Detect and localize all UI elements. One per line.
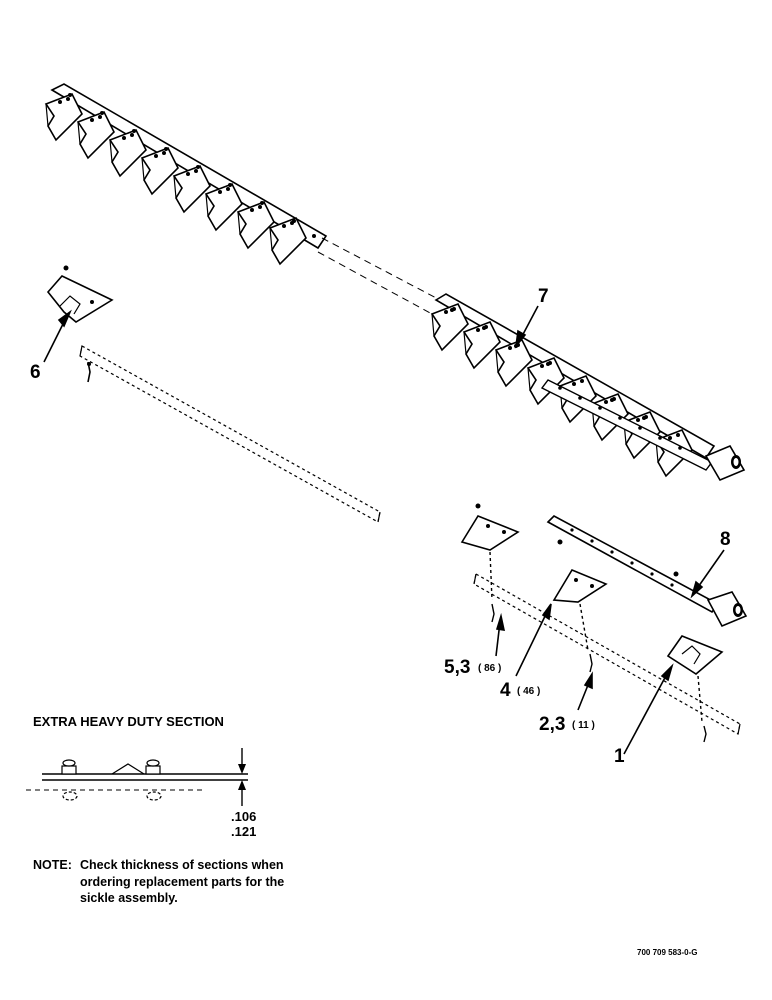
callout-2-3: 2,3 [539, 714, 565, 735]
thickness-max: .121 [231, 824, 257, 839]
callout-8: 8 [720, 529, 731, 550]
callout-5-3: 5,3 [444, 657, 470, 678]
knife-back-bar-right [473, 573, 741, 735]
sickle-bar-item-8 [546, 515, 748, 628]
note-line-1: Check thickness of sections when [80, 858, 284, 872]
figure-id: 700 709 583-0-G [637, 948, 698, 957]
callout-1: 1 [614, 746, 625, 767]
section-item-5 [460, 503, 520, 551]
callout-4-qty: ( 46 ) [517, 686, 540, 697]
sickle-assembly-upper [45, 83, 328, 265]
continuation-lines [317, 237, 441, 315]
section-title: EXTRA HEAVY DUTY SECTION [33, 714, 224, 729]
section-thickness-detail [26, 748, 248, 806]
sickle-head [704, 444, 746, 482]
section-item-4 [552, 539, 608, 603]
note-line-3: sickle assembly. [80, 891, 178, 905]
section-item-6 [46, 265, 114, 383]
note-line-2: ordering replacement parts for the [80, 875, 285, 889]
section-item-1 [666, 571, 724, 675]
note-label: NOTE: [33, 858, 72, 872]
leader-lines [43, 305, 725, 755]
sickle-assembly-lower [431, 293, 746, 482]
callout-4: 4 [500, 680, 511, 701]
callout-7: 7 [538, 286, 549, 307]
callout-2-3-qty: ( 11 ) [572, 720, 595, 731]
callout-6: 6 [30, 362, 41, 383]
callout-5-3-qty: ( 86 ) [478, 663, 501, 674]
bolts [489, 551, 707, 743]
thickness-min: .106 [231, 809, 257, 824]
knife-back-bar-left [79, 345, 381, 523]
